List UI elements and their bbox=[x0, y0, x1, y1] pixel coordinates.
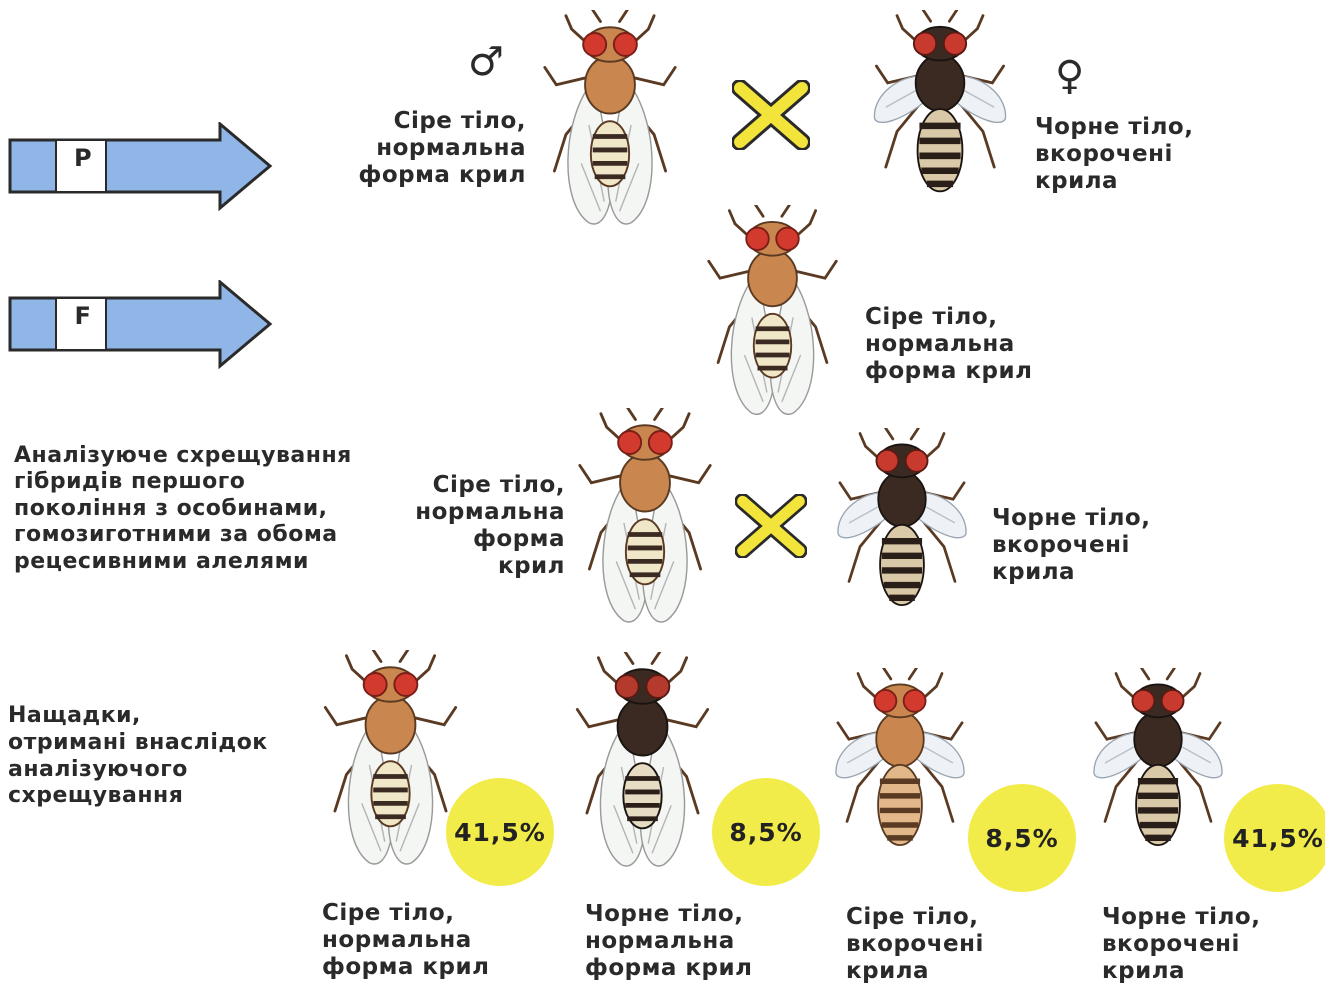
f1-label: Сіре тіло, нормальна форма крил bbox=[865, 304, 1085, 385]
fly-offspring-grey-vestigial bbox=[820, 668, 980, 878]
testcross-description: Аналізуюче схрещування гібридів першого … bbox=[14, 443, 404, 575]
parent-female-label: Чорне тіло, вкорочені крила bbox=[1035, 114, 1255, 195]
fly-f1-grey-normal bbox=[690, 205, 855, 430]
fly-offspring-black-vestigial bbox=[1078, 668, 1238, 878]
offspring-2-percent: 8,5% bbox=[712, 778, 820, 886]
offspring-description: Нащадки, отримані внаслідок аналізуючого… bbox=[8, 703, 308, 810]
fly-testcross-black-vestigial bbox=[822, 428, 982, 638]
cross-parents bbox=[732, 80, 810, 150]
offspring-1-percent: 41,5% bbox=[446, 778, 554, 886]
offspring-4-percent: 41,5% bbox=[1224, 784, 1325, 892]
offspring-2-label: Чорне тіло, нормальна форма крил bbox=[585, 901, 825, 982]
testcross-recessive-label: Чорне тіло, вкорочені крила bbox=[992, 505, 1212, 586]
offspring-4-label: Чорне тіло, вкорочені крила bbox=[1102, 904, 1322, 985]
offspring-1-label: Сіре тіло, нормальна форма крил bbox=[322, 900, 552, 981]
cross-testcross bbox=[735, 494, 807, 558]
generation-f-label: F bbox=[58, 302, 108, 330]
generation-f-arrow bbox=[8, 280, 273, 370]
offspring-3-label: Сіре тіло, вкорочені крила bbox=[846, 904, 1066, 985]
generation-p-label: P bbox=[58, 144, 108, 172]
offspring-3-percent: 8,5% bbox=[968, 784, 1076, 892]
female-symbol: ♀ bbox=[1055, 56, 1084, 96]
fly-offspring-black-normal bbox=[560, 652, 725, 882]
male-symbol: ♂ bbox=[468, 42, 504, 82]
testcross-hybrid-label: Сіре тіло, нормальна форма крил bbox=[380, 472, 565, 581]
fly-parent-female-black-vestigial bbox=[855, 10, 1025, 225]
generation-p-arrow bbox=[8, 122, 273, 212]
fly-testcross-hybrid-grey-normal bbox=[565, 408, 725, 638]
parent-male-label: Сіре тіло, нормальна форма крил bbox=[300, 108, 526, 189]
fly-parent-male-grey-normal bbox=[525, 10, 695, 240]
